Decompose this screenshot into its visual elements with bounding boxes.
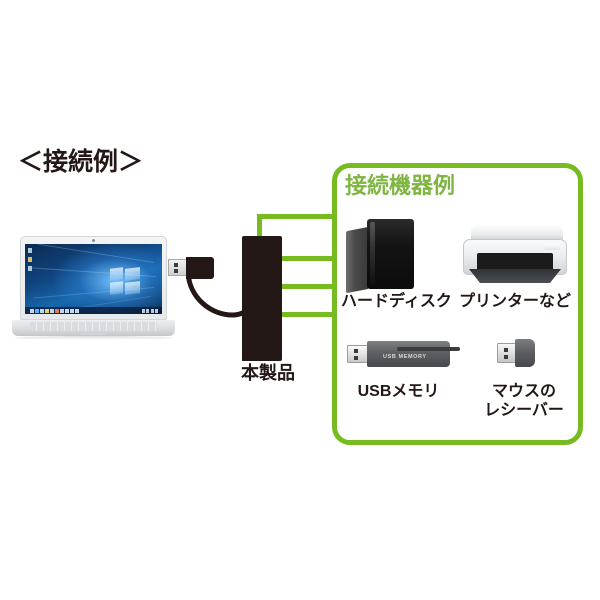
taskbar-tray-icons [141, 309, 158, 313]
laptop-pc [12, 236, 175, 346]
page-title: ＜接続例＞ [18, 148, 144, 176]
hard-disk-label: ハードディスク [341, 293, 452, 310]
mouse-receiver-label-line2: レシーバー [484, 401, 564, 419]
connector-line-1-vertical [257, 214, 262, 240]
printer-output-tray [469, 269, 561, 283]
desktop-icons [28, 248, 32, 271]
usb-a-plug-icon [168, 257, 214, 279]
connector-line-2 [278, 256, 335, 261]
windows-logo-icon [109, 266, 140, 296]
webcam-icon [92, 239, 95, 242]
usb-memory-body [367, 341, 460, 367]
taskbar-icons [30, 308, 79, 313]
printer-paper-slot [477, 253, 553, 269]
usb-memory-groove [397, 347, 460, 351]
connected-devices-panel [332, 163, 583, 445]
printer-control-panel [544, 244, 560, 250]
usb-flash-drive-icon: USB MEMORY [347, 341, 460, 367]
laptop-keyboard [30, 322, 157, 331]
usb-plug-metal-tip [168, 259, 187, 276]
connected-devices-title: 接続機器例 [345, 173, 456, 198]
connector-line-3 [278, 284, 335, 289]
usb-memory-brand-text: USB MEMORY [383, 354, 427, 360]
usb-memory-label: USBメモリ [357, 383, 440, 400]
printer-icon [461, 224, 569, 290]
printer-lid [471, 224, 563, 241]
external-hard-disk-icon [346, 219, 414, 294]
usb-hub-base [242, 318, 256, 361]
mouse-receiver-label-line1: マウスの [491, 383, 556, 400]
hdd-highlight [370, 222, 375, 284]
laptop-screen [25, 244, 162, 314]
receiver-metal-tip [497, 343, 516, 363]
laptop-lid [20, 236, 167, 320]
receiver-body [515, 339, 535, 367]
mouse-receiver-label: マウスの レシーバー [474, 383, 574, 421]
usb-receiver-dongle-icon [497, 339, 535, 369]
connector-line-4 [278, 312, 335, 317]
product-label: 本製品 [241, 363, 295, 383]
hdd-side-face [367, 219, 414, 289]
taskbar [25, 307, 162, 314]
usb-plug-housing [186, 257, 214, 279]
laptop-shadow [14, 336, 173, 340]
printer-label: プリンターなど [458, 293, 571, 310]
usb-memory-metal-tip [347, 345, 368, 363]
connector-line-1-horizontal [257, 214, 335, 219]
laptop-touchpad [80, 332, 107, 335]
hdd-front-face [346, 227, 368, 294]
